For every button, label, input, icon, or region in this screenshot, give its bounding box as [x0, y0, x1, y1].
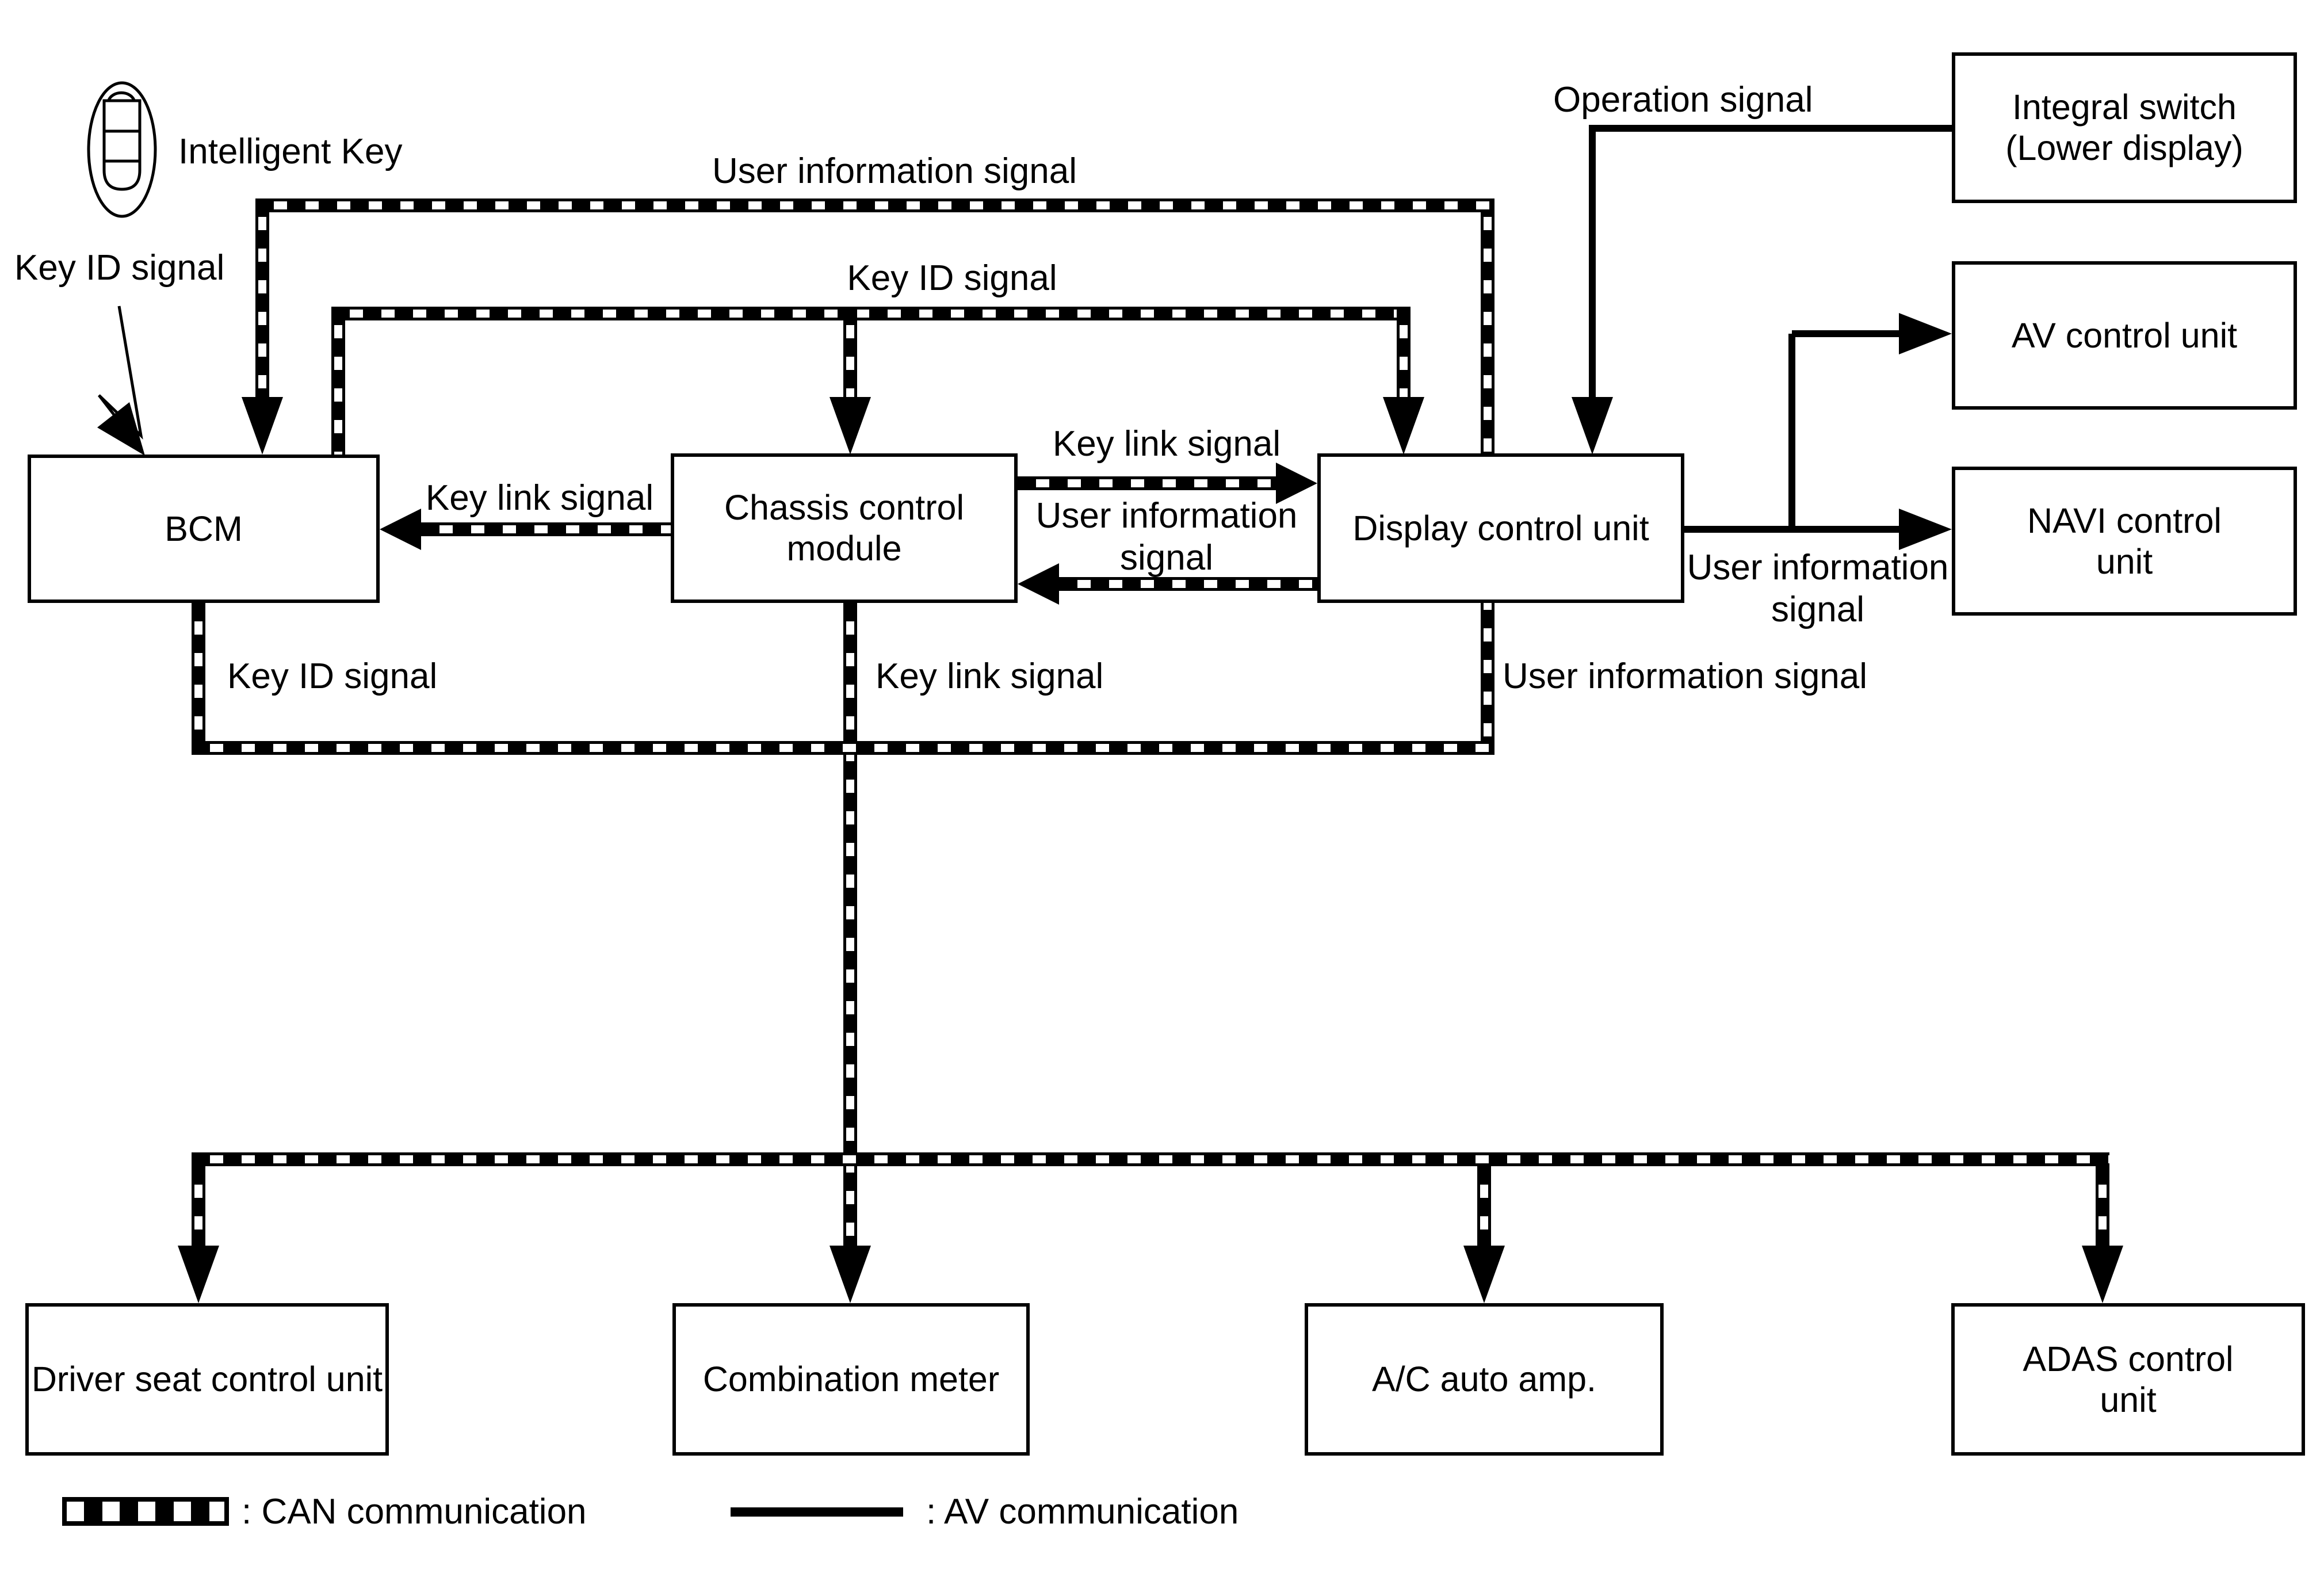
navi-control-unit-box: NAVI control unit — [1952, 467, 2297, 616]
can-bus-upper — [192, 741, 1494, 755]
av-line-operation-horizontal — [1592, 125, 1955, 132]
av-control-unit-box: AV control unit — [1952, 261, 2297, 410]
arrowhead-into-av-control-unit — [1899, 313, 1952, 354]
can-line-driver-seat-drop — [192, 1166, 205, 1246]
key-id-line-label: Key ID signal — [847, 258, 1057, 298]
user-info-right-label: User information signal — [1687, 548, 1949, 630]
can-line-chassis-long-drop — [843, 603, 857, 1246]
arrowhead-key-id-into-chassis — [830, 397, 871, 455]
av-line-branch-vertical — [1788, 334, 1795, 533]
can-line-adas-drop — [2096, 1166, 2109, 1246]
can-line-key-id — [331, 307, 1411, 320]
intelligent-key-graphic — [87, 81, 157, 456]
arrowhead-user-info-into-chassis — [1018, 563, 1059, 605]
arrowhead-into-driver-seat — [178, 1246, 219, 1303]
combination-meter-box: Combination meter — [672, 1303, 1030, 1456]
intelligent-key-label: Intelligent Key — [178, 132, 403, 171]
av-line-branch-to-av — [1792, 330, 1899, 337]
arrowhead-user-info-into-bcm — [242, 397, 283, 455]
legend-can-line-sample — [62, 1497, 229, 1526]
arrowhead-key-link-into-display — [1276, 463, 1317, 504]
arrowhead-operation-into-display — [1572, 397, 1613, 455]
key-fob-icon — [87, 81, 157, 218]
can-bus-lower — [192, 1152, 2109, 1166]
key-id-below-bcm-label: Key ID signal — [227, 656, 438, 696]
user-info-mid-label: User information signal — [1035, 496, 1298, 578]
ac-auto-amp-box: A/C auto amp. — [1305, 1303, 1664, 1456]
can-line-key-id-display-drop — [1397, 307, 1411, 397]
arrowhead-into-navi-control-unit — [1899, 509, 1952, 550]
key-link-to-display-label: Key link signal — [1052, 424, 1281, 464]
key-link-below-chassis-label: Key link signal — [876, 656, 1104, 696]
can-line-user-info-bcm-drop — [255, 198, 269, 397]
adas-control-unit-box: ADAS control unit — [1951, 1303, 2305, 1456]
arrowhead-key-id-into-display — [1383, 397, 1424, 455]
arrowhead-key-link-into-bcm — [380, 509, 421, 550]
key-id-callout-label: Key ID signal — [14, 248, 225, 288]
legend-av-label: : AV communication — [926, 1492, 1239, 1532]
can-line-user-info-top — [255, 198, 1494, 212]
arrowhead-into-combination-meter — [830, 1246, 871, 1303]
bcm-box: BCM — [28, 455, 380, 603]
can-line-bcm-bus-drop — [192, 603, 205, 755]
can-line-key-id-chassis-drop — [843, 307, 857, 397]
display-control-unit-box: Display control unit — [1317, 453, 1684, 603]
operation-signal-label: Operation signal — [1553, 80, 1813, 120]
can-line-key-link-to-display — [1018, 476, 1276, 490]
can-line-ac-drop — [1477, 1166, 1491, 1246]
can-line-key-id-bcm-drop — [331, 307, 345, 455]
can-line-key-link-to-bcm — [421, 522, 671, 536]
key-id-zigzag-arrow — [97, 306, 145, 456]
legend-can-label: : CAN communication — [242, 1492, 587, 1532]
arrowhead-into-ac-auto-amp — [1463, 1246, 1505, 1303]
user-info-below-display-label: User information signal — [1503, 656, 1868, 696]
key-link-to-bcm-label: Key link signal — [425, 478, 654, 518]
legend-av-line-sample — [731, 1507, 903, 1517]
integral-switch-box: Integral switch (Lower display) — [1952, 52, 2297, 203]
driver-seat-control-unit-box: Driver seat control unit — [25, 1303, 389, 1456]
user-info-top-label: User information signal — [712, 151, 1077, 191]
arrowhead-into-adas — [2082, 1246, 2123, 1303]
av-line-operation-vertical — [1589, 125, 1596, 397]
chassis-control-module-box: Chassis control module — [671, 453, 1018, 603]
can-line-user-info-to-chassis — [1059, 577, 1317, 591]
